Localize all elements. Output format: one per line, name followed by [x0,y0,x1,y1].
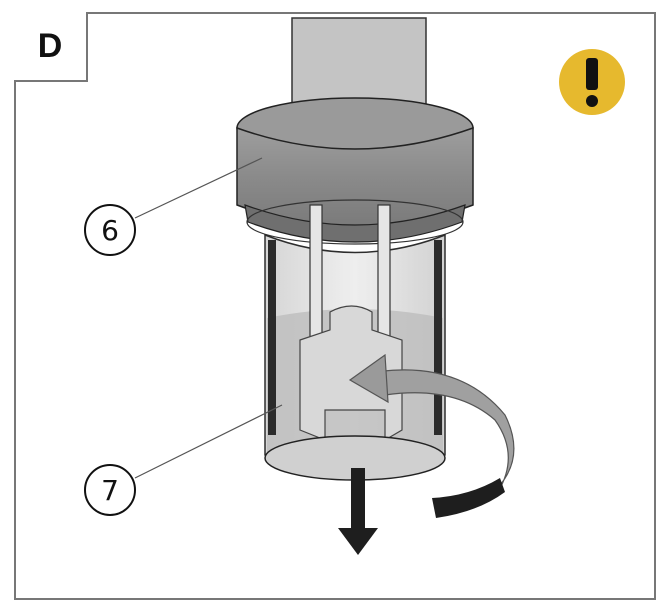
callout-6-label: 6 [101,214,119,247]
warning-exclamation-icon [559,49,625,115]
step-label-box: D [14,12,88,82]
down-arrow-icon [338,468,378,555]
callout-6: 6 [84,204,136,256]
collar-part-6 [236,97,474,245]
leader-line-7 [134,404,283,479]
callout-7: 7 [84,464,136,516]
filter-cup-part-7 [264,204,446,481]
leader-line-6 [134,157,263,219]
rotate-counterclockwise-arrow-icon [348,353,515,518]
callout-7-label: 7 [101,474,119,507]
step-letter: D [37,26,63,65]
